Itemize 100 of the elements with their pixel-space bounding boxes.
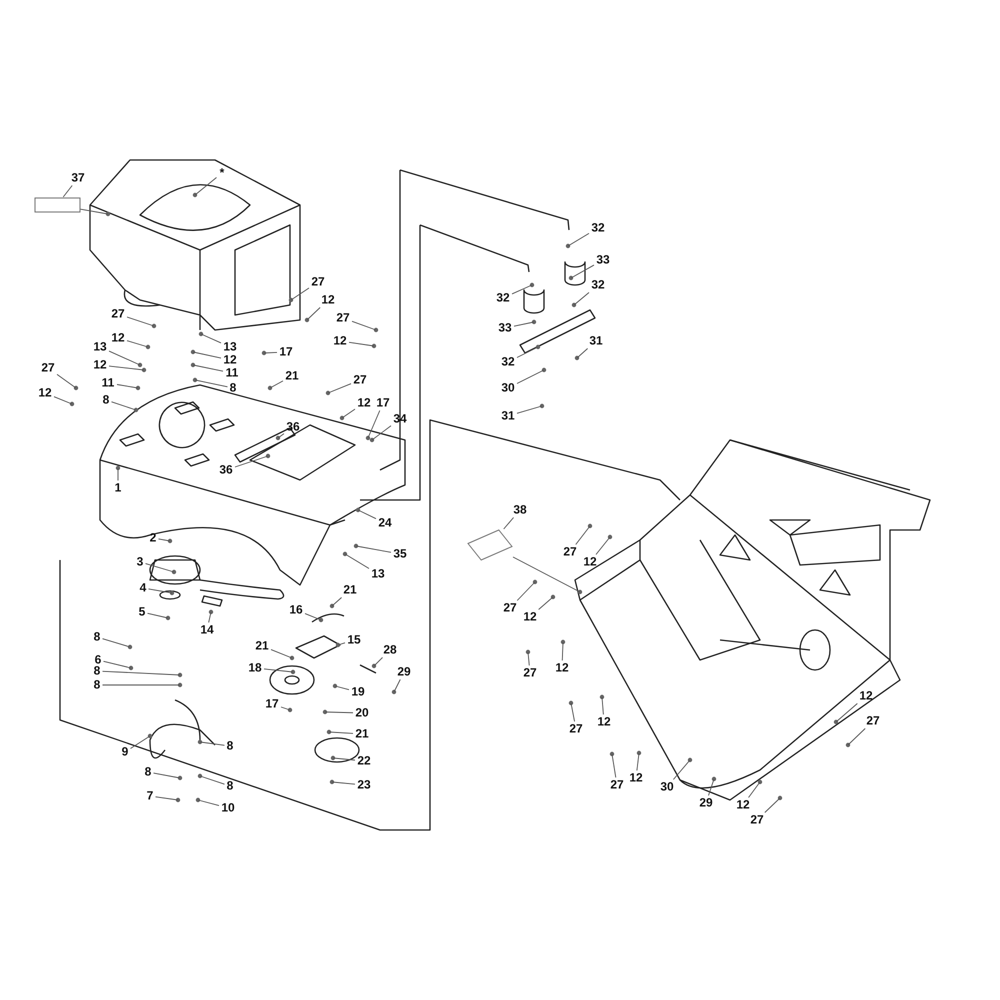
callout-number: 33 xyxy=(498,322,512,334)
callout-number: 9 xyxy=(122,746,128,758)
leader-line xyxy=(612,754,616,778)
callout-number: 8 xyxy=(226,780,234,792)
callout-number: 21 xyxy=(285,370,299,382)
leader-line xyxy=(562,642,564,661)
leader-line xyxy=(516,406,542,414)
callout-number: 21 xyxy=(355,728,369,740)
callout-number: 36 xyxy=(219,464,233,476)
callout-number: 23 xyxy=(357,778,371,792)
leader-line xyxy=(512,284,532,294)
leader-line xyxy=(575,526,590,545)
callout-number: 30 xyxy=(501,382,515,394)
callout-number: 31 xyxy=(501,410,515,422)
leader-line xyxy=(514,322,534,327)
callout-number: 5 xyxy=(138,606,146,618)
leader-line xyxy=(374,657,383,666)
callout-number: 12 xyxy=(597,716,611,728)
callout-number: 28 xyxy=(383,644,397,656)
callout-number: 19 xyxy=(351,686,365,698)
leader-line xyxy=(348,342,374,346)
leader-line xyxy=(356,546,392,553)
leader-line xyxy=(672,760,690,780)
leader-line xyxy=(80,208,108,214)
callout-number: 12 xyxy=(555,662,569,674)
callout-number: 12 xyxy=(736,798,750,812)
leader-line xyxy=(111,401,136,410)
leader-line xyxy=(200,334,222,344)
callout-number: 12 xyxy=(357,396,371,410)
leader-line xyxy=(344,554,370,569)
label-plate xyxy=(32,196,82,214)
leader-line xyxy=(338,642,346,646)
callout-number: 31 xyxy=(589,334,603,348)
leader-line xyxy=(208,612,212,623)
callout-number: 27 xyxy=(503,602,517,614)
leader-line xyxy=(764,798,780,813)
leader-line xyxy=(126,340,148,348)
leader-line xyxy=(324,712,354,714)
leader-line xyxy=(368,410,380,438)
callout-number: 27 xyxy=(353,374,367,386)
leader-line xyxy=(290,288,310,300)
callout-number: 12 xyxy=(859,690,873,702)
leader-line xyxy=(147,612,168,618)
callout-number: 12 xyxy=(523,610,537,624)
callout-number: 27 xyxy=(311,276,325,288)
callout-number: 8 xyxy=(102,394,110,406)
callout-number: 8 xyxy=(94,678,100,692)
leader-line xyxy=(334,686,350,690)
callout-number: 27 xyxy=(866,714,880,728)
leader-line xyxy=(836,703,858,722)
leader-line xyxy=(200,742,225,746)
leader-line xyxy=(503,517,514,530)
leader-line xyxy=(234,456,268,468)
leader-line xyxy=(194,177,217,196)
callout-number: 12 xyxy=(93,358,107,372)
callout-number: 27 xyxy=(111,308,125,320)
callout-number: 29 xyxy=(699,796,713,810)
callout-number: 21 xyxy=(343,584,357,596)
callout-number: 18 xyxy=(248,662,262,674)
callout-number: 2 xyxy=(150,532,156,544)
leader-line xyxy=(342,408,356,418)
callout-number: 27 xyxy=(336,312,350,324)
leader-line xyxy=(596,536,610,555)
leader-line xyxy=(198,800,220,806)
callout-number: 20 xyxy=(355,706,369,720)
leader-line xyxy=(636,752,640,771)
leader-line xyxy=(576,348,588,358)
callout-number: 13 xyxy=(223,340,237,354)
callout-number: 17 xyxy=(265,698,279,710)
callout-number: 15 xyxy=(347,634,361,646)
leader-line xyxy=(108,350,140,366)
callout-number: 32 xyxy=(591,278,605,292)
leader-line xyxy=(516,346,538,358)
callout-number: 8 xyxy=(230,382,236,394)
leader-line xyxy=(512,556,580,592)
callout-number: 11 xyxy=(226,366,238,380)
leader-line xyxy=(278,433,284,438)
leader-line xyxy=(155,796,178,800)
leader-line xyxy=(358,510,376,520)
leader-line xyxy=(328,732,354,734)
callout-number: 12 xyxy=(111,332,125,344)
leader-line xyxy=(748,782,760,798)
callout-number: 10 xyxy=(221,802,235,814)
callout-number: 35 xyxy=(393,548,407,560)
callout-number: 12 xyxy=(223,354,237,366)
leader-line xyxy=(130,736,150,749)
leader-line xyxy=(538,596,554,610)
leader-line xyxy=(103,660,132,668)
leader-line xyxy=(568,232,590,246)
callout-number: 27 xyxy=(610,778,624,792)
leader-line xyxy=(108,366,144,370)
leader-line xyxy=(158,538,170,542)
callout-number: 24 xyxy=(378,516,392,530)
callout-number: 17 xyxy=(376,396,390,410)
callout-number: 27 xyxy=(523,666,537,680)
leader-line xyxy=(194,380,228,388)
callout-number: 21 xyxy=(255,640,269,652)
leader-line xyxy=(306,307,321,320)
leader-line xyxy=(848,728,866,746)
callout-number: 12 xyxy=(629,772,643,784)
